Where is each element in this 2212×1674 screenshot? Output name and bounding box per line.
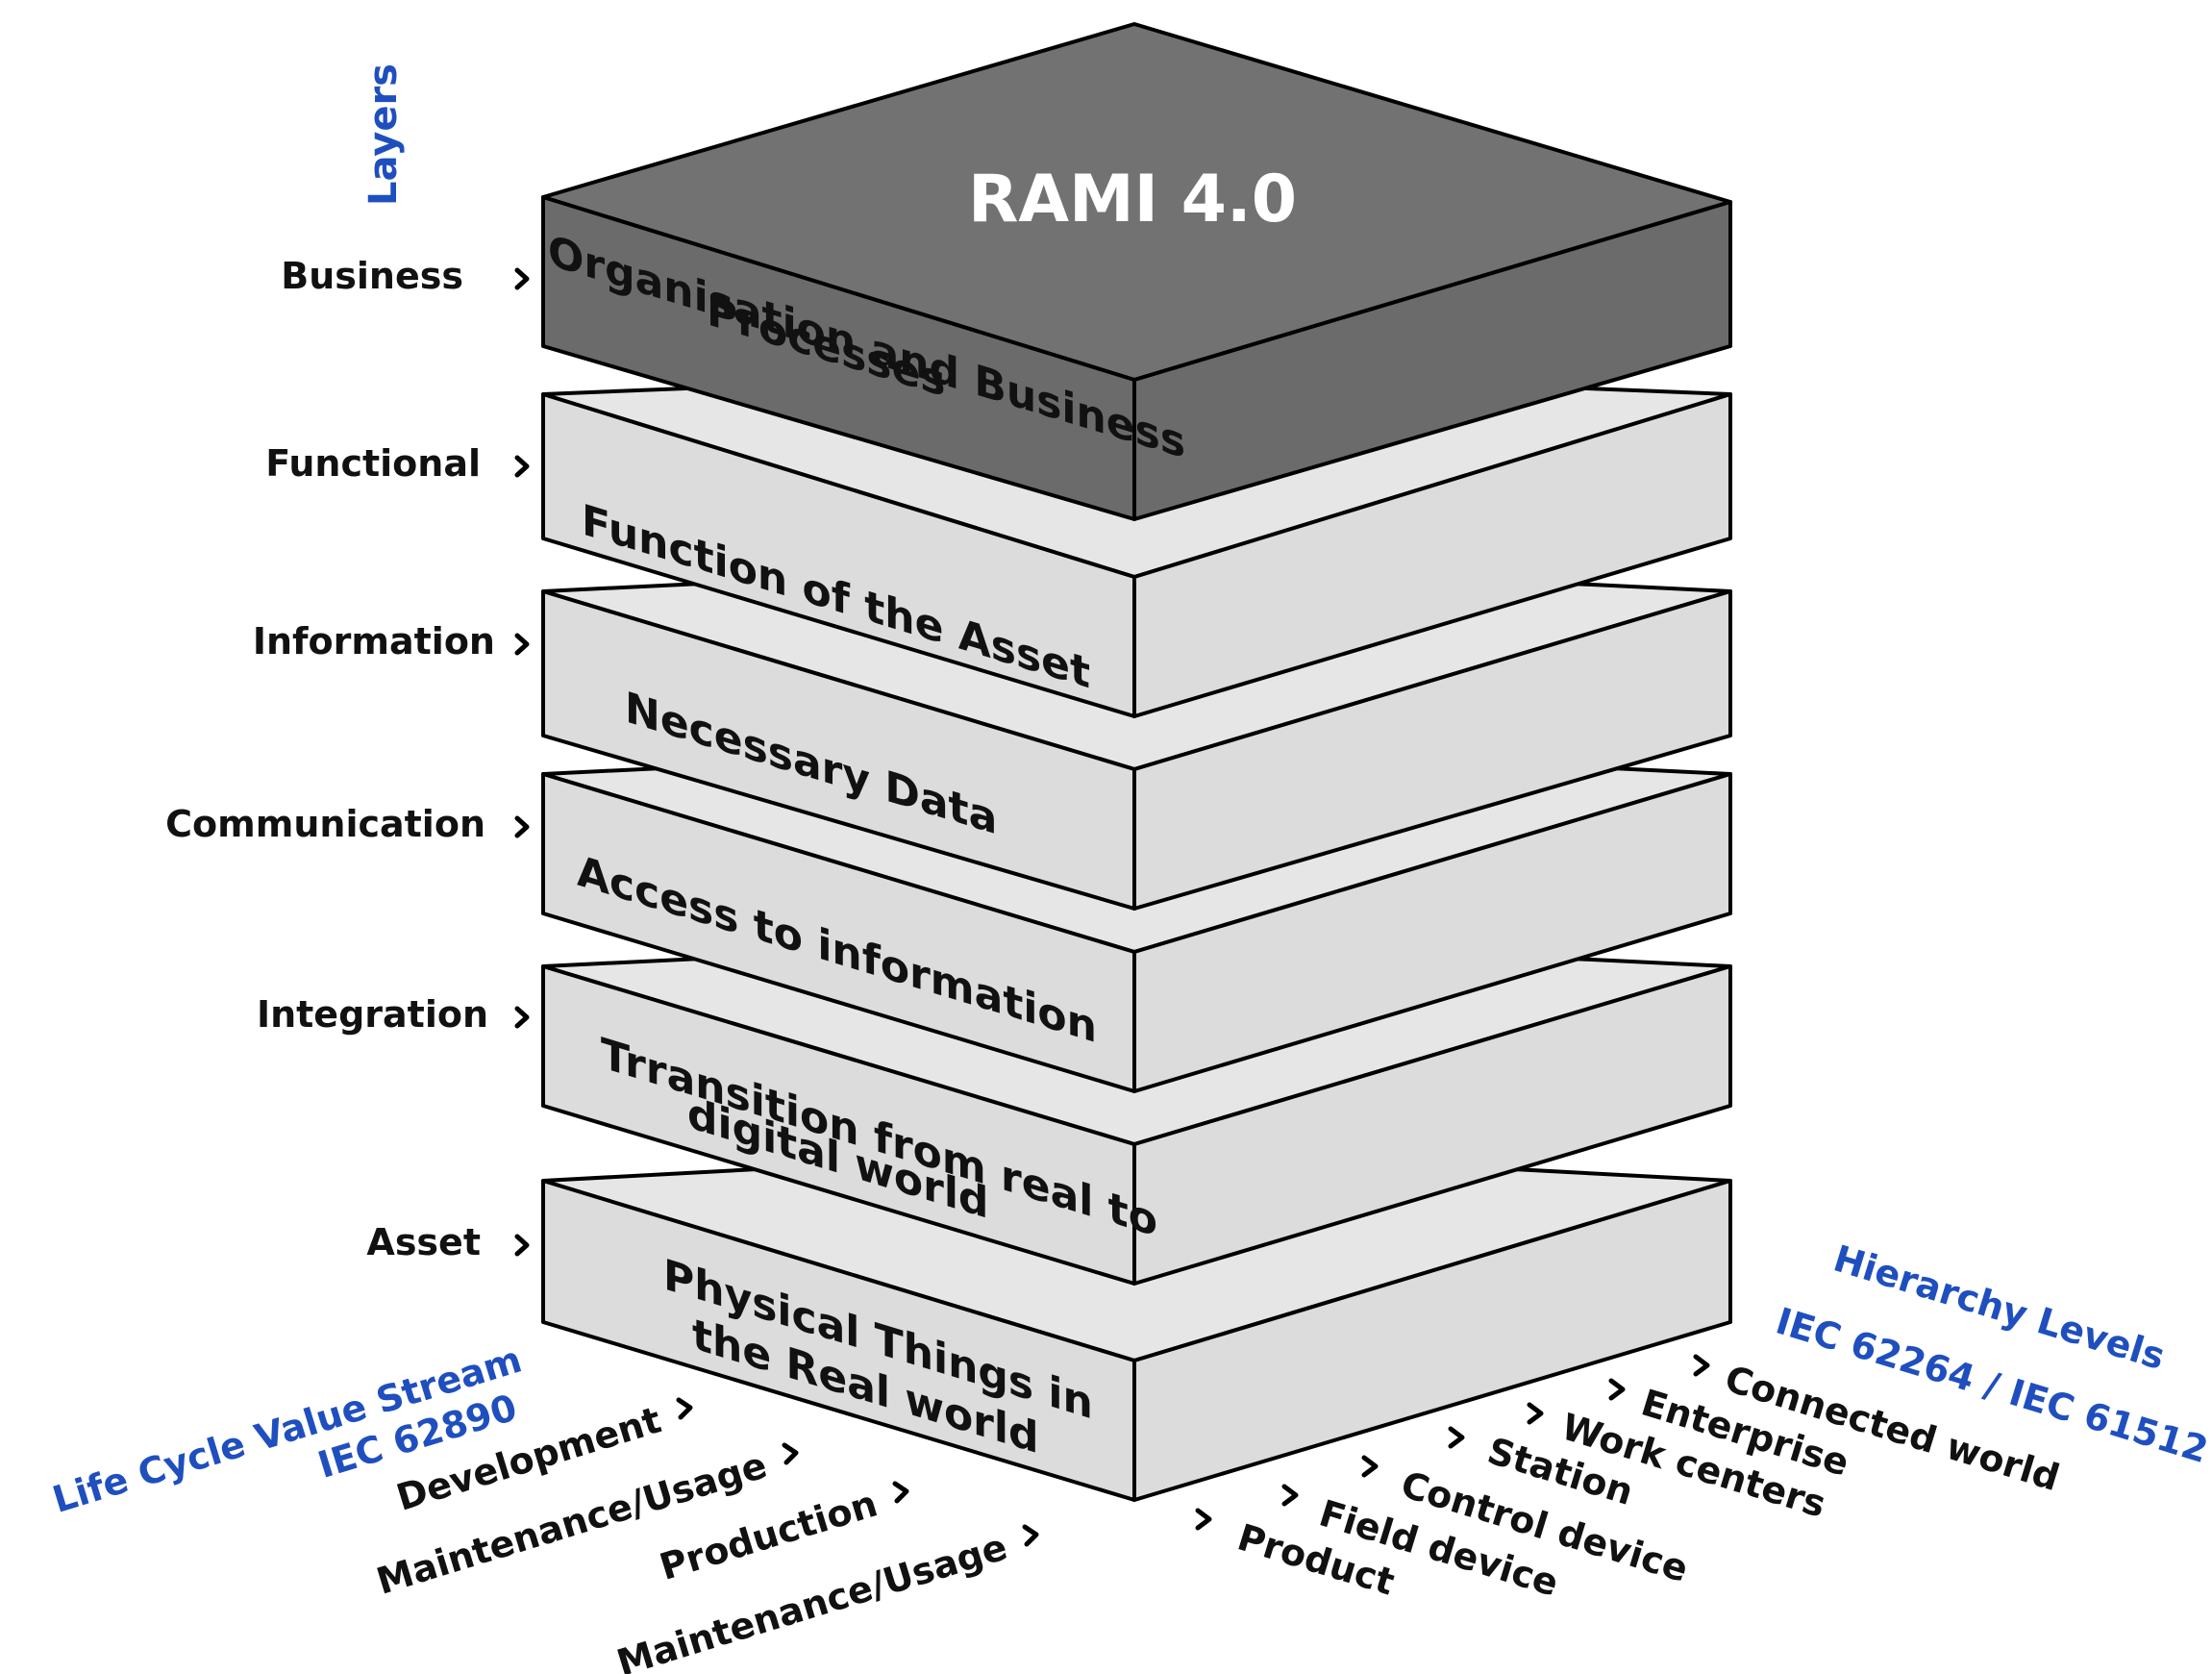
layer-arrow-icon [514, 1234, 530, 1257]
layer-arrow-icon [514, 1006, 530, 1029]
layer-arrow-icon [514, 633, 530, 656]
layer-arrow-icon [514, 455, 530, 478]
layer-label-business: Business [281, 255, 463, 297]
layer-block-business [541, 22, 1732, 521]
hierarchy-arrow-icon [1361, 1455, 1379, 1478]
layer-label-information: Information [253, 620, 495, 662]
hierarchy-arrow-icon [1448, 1426, 1465, 1449]
hierarchy-arrow-icon [1281, 1484, 1299, 1507]
layer-arrow-icon [514, 267, 530, 290]
layer-labels: BusinessFunctionalInformationCommunicati… [165, 255, 530, 1263]
life-cycle-arrow-icon [1022, 1524, 1039, 1547]
life-cycle-arrow-icon [676, 1397, 693, 1420]
layer-label-asset: Asset [366, 1221, 481, 1263]
life-cycle-arrow-icon [782, 1442, 799, 1465]
hierarchy-arrow-icon [1195, 1508, 1212, 1531]
hierarchy-arrow-icon [1693, 1354, 1710, 1377]
hierarchy-arrow-icon [1608, 1378, 1626, 1401]
layer-label-functional: Functional [265, 442, 481, 485]
layer-label-integration: Integration [257, 993, 488, 1036]
layer-arrow-icon [514, 815, 530, 838]
hierarchy-arrow-icon [1527, 1402, 1544, 1425]
layers-axis-heading: Layers [361, 63, 406, 206]
layer-label-communication: Communication [165, 803, 485, 845]
life-cycle-arrow-icon [892, 1481, 909, 1504]
diagram-title: RAMI 4.0 [968, 162, 1297, 237]
